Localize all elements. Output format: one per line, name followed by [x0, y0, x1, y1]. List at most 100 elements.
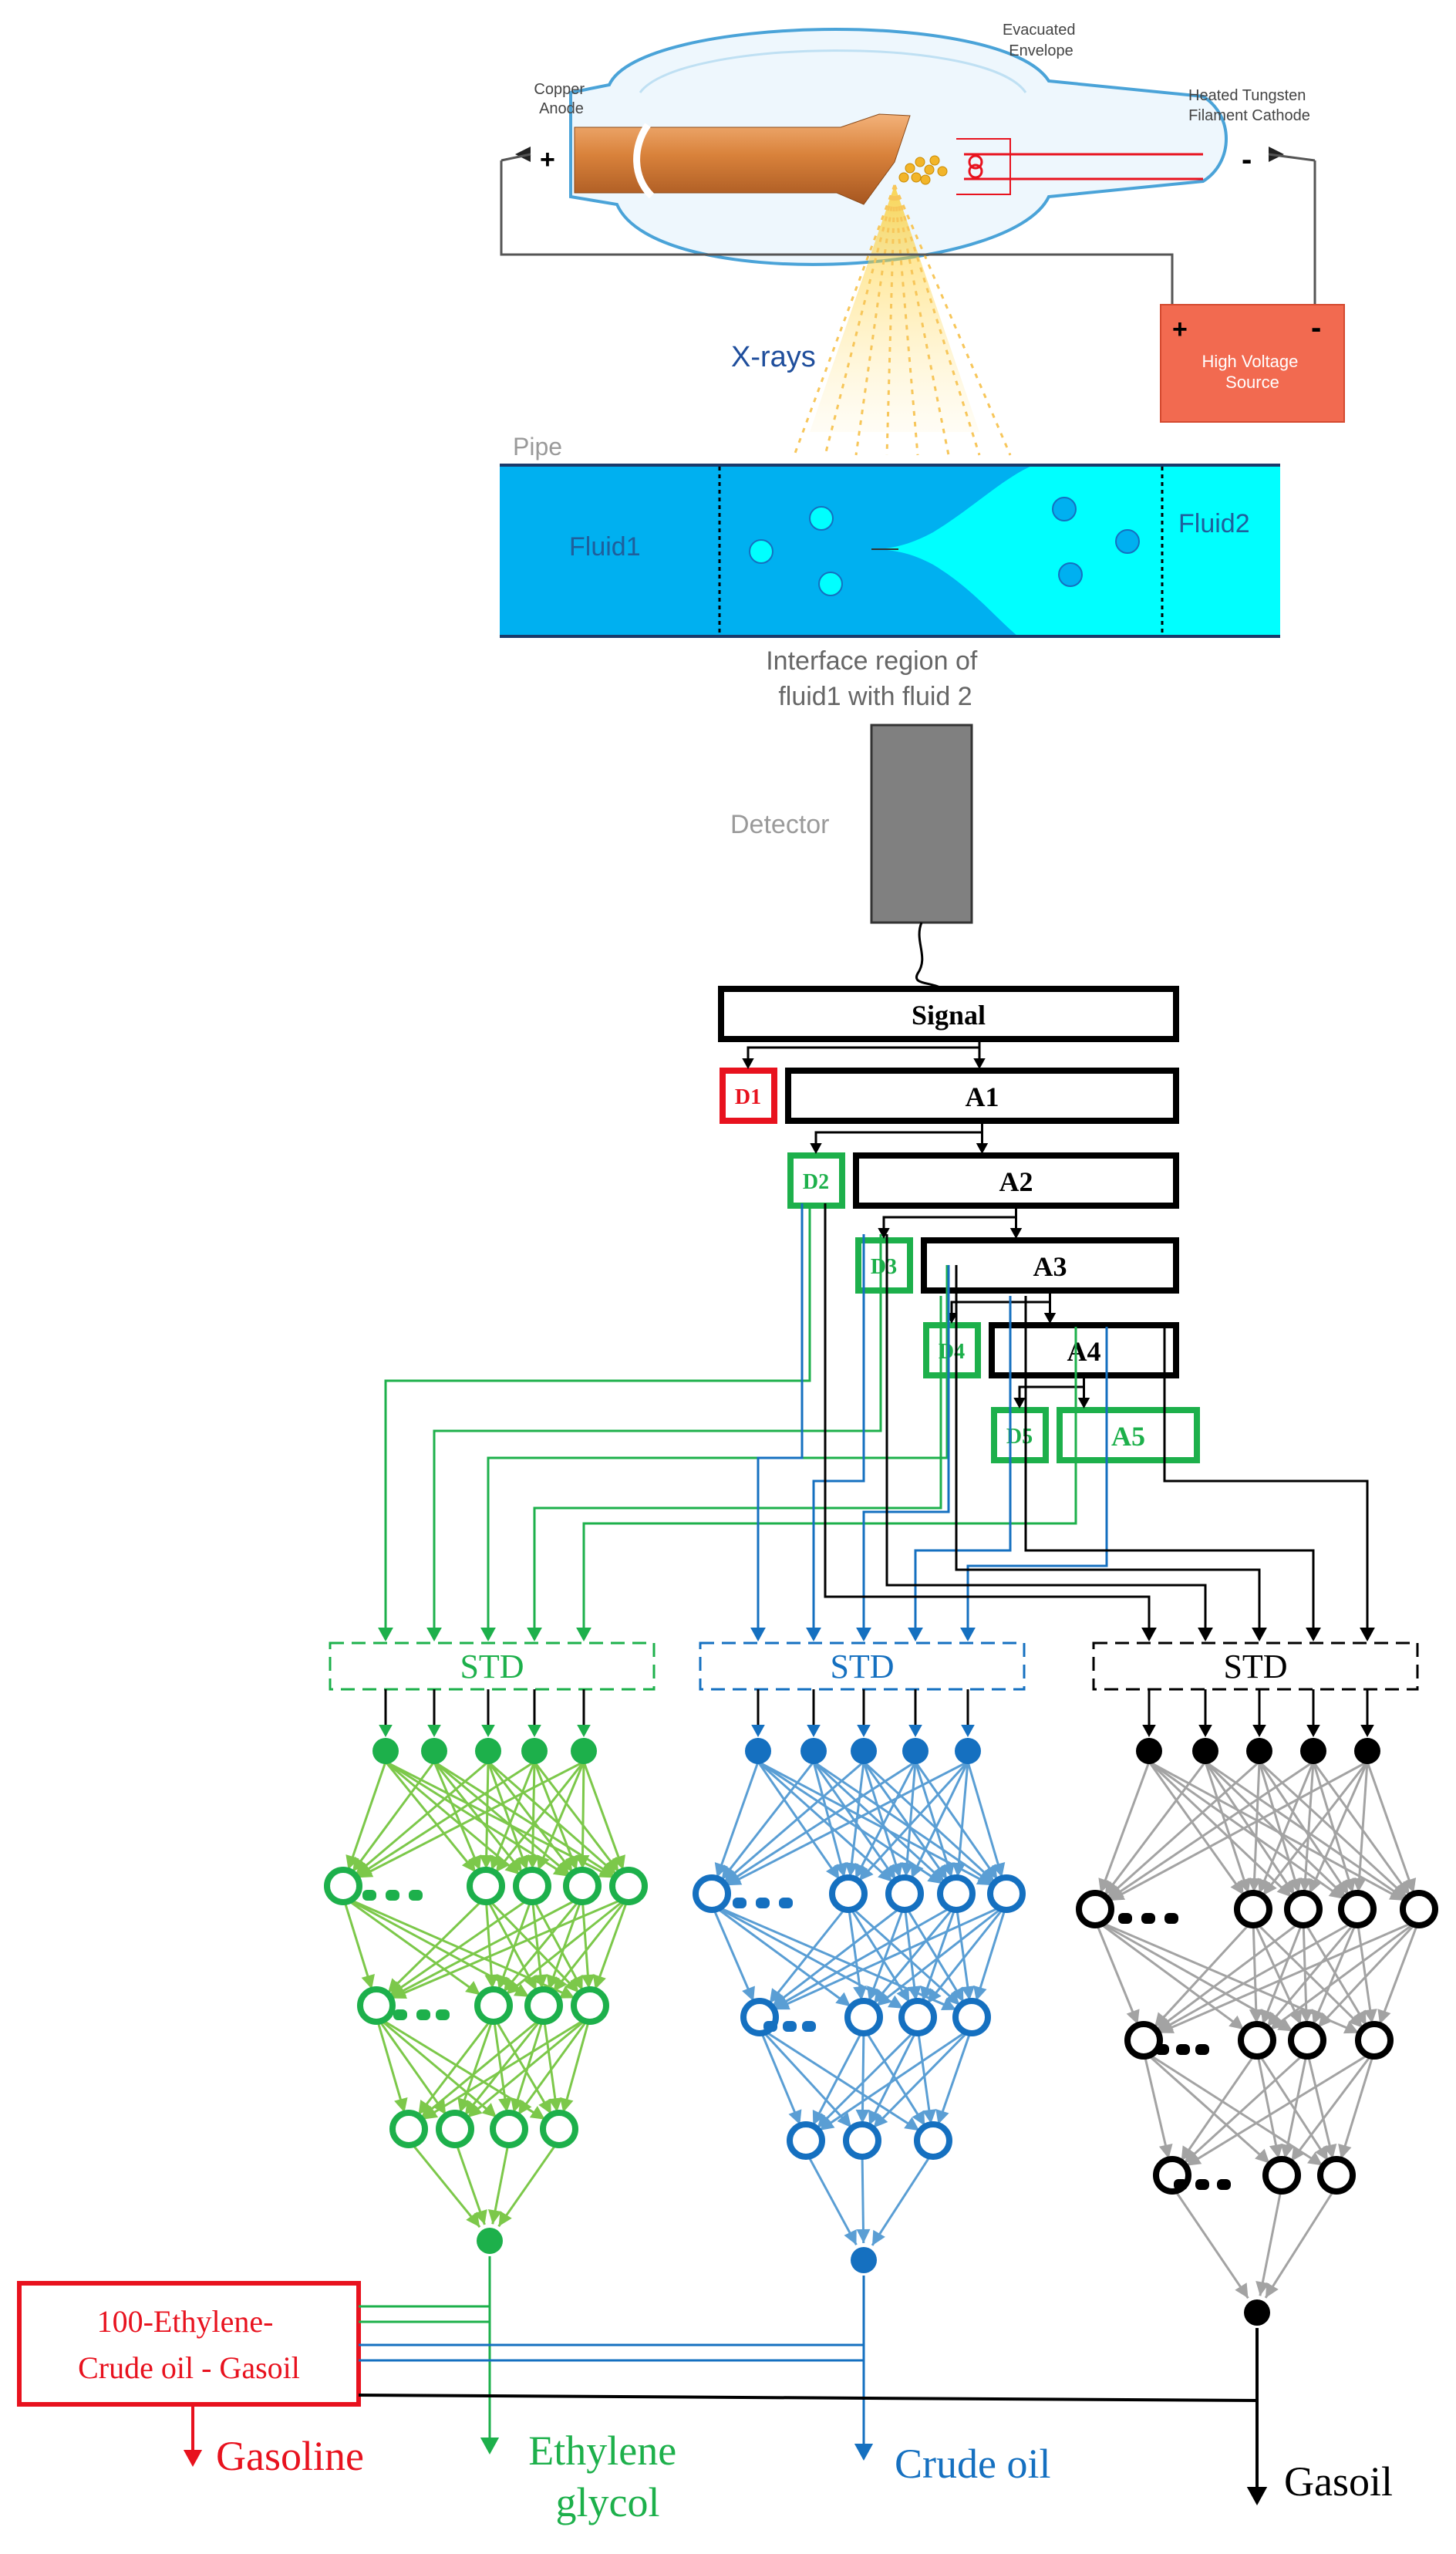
edge-2-1-2-2	[903, 1904, 918, 2001]
ellipsis-dot-2-1-0	[733, 1898, 747, 1908]
edge-arrow-2-2-1-1	[855, 2109, 870, 2124]
fluid2-label: Fluid2	[1178, 509, 1250, 538]
route-arrow-3-1	[1141, 1628, 1157, 1641]
route-arrow-2-2	[806, 1628, 821, 1641]
anode-lead	[501, 153, 531, 162]
edge-2-2-3-0	[818, 2026, 972, 2132]
approx-label-a5: A5	[1111, 1421, 1145, 1452]
edge-2-0-4-0	[726, 1760, 969, 1887]
edge-3-3-1-0	[1259, 2185, 1283, 2296]
edge-arrow-3-1-4-0	[1158, 2020, 1175, 2033]
edge-2-0-1-3	[812, 1760, 945, 1883]
edge-arrow-1-0-3-2	[525, 1854, 540, 1870]
edge-3-1-1-1	[1252, 1919, 1258, 2024]
edge-arrow-2-0-3-2	[900, 1862, 914, 1878]
edge-1-0-2-4	[487, 1760, 618, 1875]
edge-2-0-2-0	[723, 1760, 865, 1884]
edge-3-1-0-1	[1094, 1918, 1245, 2031]
edge-arrow-2-0-4-0	[726, 1872, 743, 1886]
route-3-3	[955, 1265, 1261, 1629]
ellipsis-dot-2-2-1	[783, 2021, 797, 2032]
route-3-4	[1024, 1296, 1315, 1629]
edge-2-1-4-3	[975, 1904, 1008, 2002]
std-box-2	[699, 1641, 1026, 1691]
edge-arrow-1-2-0-0	[394, 2097, 408, 2113]
edge-3-0-2-3	[1258, 1761, 1350, 1896]
edge-2-1-1-2	[847, 1904, 911, 2003]
edge-arrow-3-1-2-2	[1299, 2009, 1313, 2024]
edge-arrow-2-0-4-2	[910, 1862, 924, 1878]
edge-3-0-1-1	[1204, 1761, 1250, 1894]
edge-3-0-3-0	[1107, 1760, 1314, 1901]
high-voltage-source: + - High Voltage Source	[1160, 304, 1345, 423]
edge-arrow-3-1-1-2	[1289, 2009, 1303, 2025]
edge-2-0-3-2	[905, 1761, 917, 1878]
detail-label-d2: D2	[803, 1170, 829, 1194]
output-ethylene-glycol-label: Ethylene glycol	[528, 2427, 686, 2525]
edge-2-0-1-0	[720, 1761, 815, 1881]
node-3-0-1	[1192, 1738, 1218, 1764]
edge-arrow-3-2-2-1	[1280, 2144, 1295, 2159]
edge-2-0-1-1	[812, 1761, 846, 1878]
edge-1-0-3-3	[533, 1761, 578, 1871]
anode-ring	[633, 123, 655, 199]
edge-2-1-3-1	[873, 1904, 958, 2005]
edge-arrow-3-2-0-1	[1255, 2148, 1270, 2164]
node-3-0-2	[1246, 1738, 1272, 1764]
std-input-arrow-3-5	[1360, 1725, 1374, 1737]
edge-arrow-1-1-1-1	[484, 1974, 499, 1989]
edge-1-0-3-2	[531, 1761, 536, 1870]
edge-arrow-3-0-4-0	[1110, 1888, 1126, 1901]
edge-3-0-3-2	[1303, 1761, 1315, 1893]
arrow-ethylene-glycol	[480, 2438, 500, 2454]
edge-2-2-2-0	[816, 2026, 919, 2129]
edge-1-2-1-3	[492, 2016, 552, 2115]
edge-1-1-1-0	[386, 1895, 487, 1994]
node-1-3-3	[540, 2110, 578, 2148]
edge-arrow-3-1-3-1	[1267, 2011, 1282, 2027]
fluid1-label: Fluid1	[569, 532, 641, 562]
std-input-arrow-3-3	[1252, 1725, 1266, 1737]
xray-tube: + - Copper Anode Evacuated Envelope Heat…	[500, 22, 1345, 456]
edge-2-1-1-0	[768, 1904, 850, 2005]
edge-3-2-2-2	[1306, 2050, 1334, 2159]
edge-3-0-2-0	[1106, 1760, 1260, 1898]
ellipsis-dot-3-3-2	[1217, 2179, 1231, 2190]
pipe-label: Pipe	[513, 433, 562, 461]
edge-2-1-2-3	[903, 1904, 965, 2003]
edge-3-1-2-2	[1302, 1919, 1308, 2024]
edge-1-1-3-2	[548, 1896, 584, 1990]
edge-arrow-1-2-0-2	[481, 2103, 497, 2118]
edge-arrow-3-1-2-3	[1353, 2009, 1367, 2026]
edge-3-0-1-3	[1204, 1760, 1346, 1898]
detail-box-d1	[720, 1068, 777, 1124]
detector-label: Detector	[730, 810, 830, 839]
edge-1-2-1-1	[459, 2016, 495, 2114]
copper-anode-label: Copper Anode	[534, 81, 588, 117]
node-2-2-1	[844, 1998, 883, 2036]
edge-1-2-1-2	[492, 2016, 508, 2113]
arrow-to-a5	[1077, 1398, 1090, 1409]
edge-1-0-1-3	[433, 1760, 571, 1876]
node-3-1-2	[1284, 1890, 1323, 1928]
edge-arrow-2-0-4-3	[952, 1862, 966, 1878]
edge-2-1-0-1	[711, 1903, 851, 2008]
edge-arrow-2-0-3-1	[854, 1862, 868, 1879]
edge-2-1-1-3	[847, 1903, 961, 2006]
edge-3-0-3-4	[1312, 1761, 1410, 1896]
input-output-section: 100-Ethylene- Crude oil - Gasoil Gasolin…	[17, 2256, 1393, 2525]
edge-arrow-1-1-0-3	[559, 1986, 575, 1999]
route-arrow-2-5	[960, 1628, 976, 1641]
edge-arrow-3-1-0-3	[1343, 2020, 1360, 2034]
connector-to-d2	[814, 1131, 982, 1146]
route-1-4	[533, 1296, 942, 1629]
edge-3-1-1-0	[1153, 1918, 1255, 2029]
edge-arrow-1-0-4-3	[575, 1854, 590, 1870]
arrow-to-a2	[976, 1143, 989, 1154]
edge-arrow-1-0-2-4	[601, 1859, 617, 1874]
node-1-2-2	[524, 1986, 563, 2025]
edge-1-2-0-1	[375, 2016, 447, 2116]
edge-2-2-1-1	[861, 2027, 865, 2124]
arrow-gasoline	[183, 2450, 203, 2467]
